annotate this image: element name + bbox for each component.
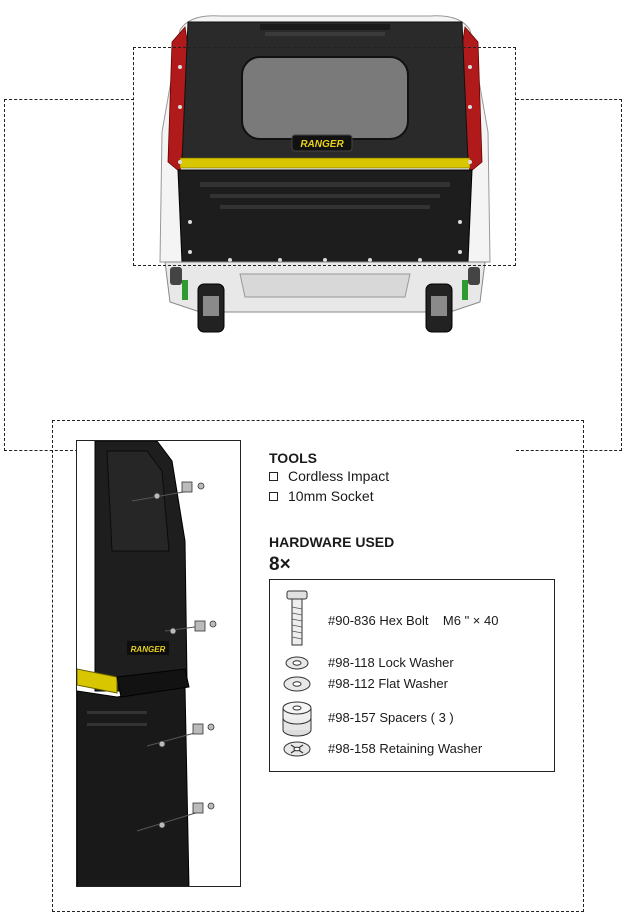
ranger-logo-vehicle: RANGER	[300, 139, 344, 150]
zoom-highlight-box	[133, 47, 516, 266]
vehicle-rear-illustration: RANGER	[159, 15, 491, 333]
checkbox-icon	[269, 492, 278, 501]
checkbox-icon	[269, 472, 278, 481]
hardware-part: #90-836 Hex Bolt	[328, 613, 429, 628]
hardware-item-spacers: #98-157 Spacers ( 3 )	[328, 710, 454, 725]
side-panel-closeup-svg: RANGER	[77, 441, 217, 886]
hardware-item-flat-washer: #98-112 Flat Washer	[328, 676, 448, 691]
retaining-washer-icon	[283, 741, 311, 757]
hardware-item-hex-bolt: #90-836 Hex Bolt M6 " × 40	[328, 613, 498, 628]
spacers-icon	[282, 701, 312, 737]
closeup-illustration: RANGER	[76, 440, 241, 887]
tool-item-10mm-socket: 10mm Socket	[269, 488, 374, 504]
callout-connector-right	[516, 99, 622, 451]
tools-heading: TOOLS	[269, 450, 317, 466]
hardware-item-lock-washer: #98-118 Lock Washer	[328, 655, 454, 670]
callout-connector-left	[4, 99, 134, 451]
tool-item-cordless-impact: Cordless Impact	[269, 468, 389, 484]
lock-washer-icon	[285, 656, 309, 670]
hardware-heading: HARDWARE USED	[269, 534, 395, 550]
tool-label: 10mm Socket	[288, 488, 374, 504]
tool-label: Cordless Impact	[288, 468, 390, 484]
ranger-logo-closeup: RANGER	[131, 645, 166, 654]
detail-panel	[52, 420, 584, 912]
hardware-spec: M6 " × 40	[442, 613, 499, 628]
hardware-list-box	[269, 579, 555, 772]
flat-washer-icon	[283, 676, 311, 692]
hardware-quantity: 8×	[269, 554, 291, 575]
hardware-item-retaining-washer: #98-158 Retaining Washer	[328, 741, 483, 756]
hex-bolt-icon	[286, 590, 308, 646]
